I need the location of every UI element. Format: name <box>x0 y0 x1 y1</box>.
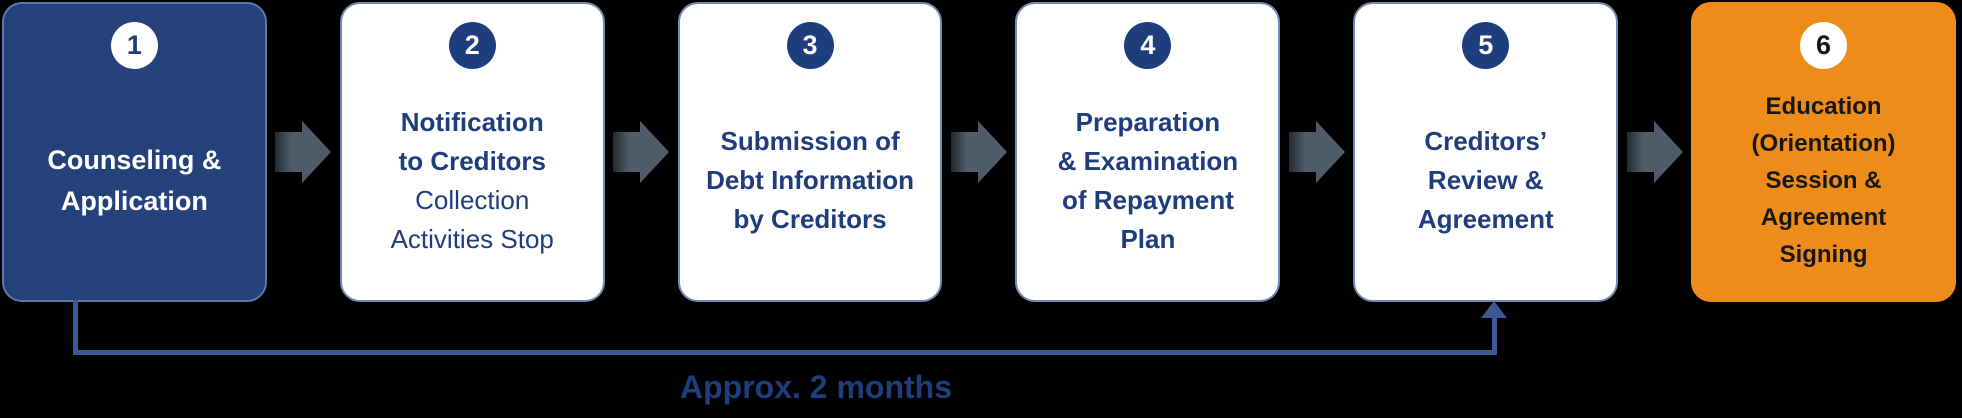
step-6-number-badge: 6 <box>1800 22 1848 69</box>
step-5-line: Agreement <box>1417 204 1554 234</box>
step-5-line: Creditors’ <box>1424 126 1548 156</box>
step-2-number-badge: 2 <box>448 22 496 69</box>
step-6-education-session-agreement-signing: 6 Education (Orientation) Session & Agre… <box>1691 2 1956 302</box>
step-3-line: by Creditors <box>733 204 887 234</box>
step-6-line: (Orientation) <box>1751 129 1896 157</box>
step-2-notification-to-creditors: 2 Notification to Creditors Collection A… <box>339 2 605 302</box>
timeline-bracket-left-line <box>73 300 78 355</box>
step-5-line: Review & <box>1427 165 1544 195</box>
right-block-arrow-icon <box>275 121 332 183</box>
step-2-label: Notification to Creditors Collection Act… <box>342 69 603 300</box>
right-block-arrow-icon <box>613 121 670 183</box>
step-5-label: Creditors’ Review & Agreement <box>1355 69 1616 300</box>
step-5-creditors-review-agreement: 5 Creditors’ Review & Agreement <box>1353 2 1619 302</box>
step-2-title-line: Notification <box>400 106 544 137</box>
flow-arrow-icon <box>1280 2 1353 302</box>
step-4-line: & Examination <box>1057 145 1239 176</box>
timeline-bracket-line <box>73 350 1497 355</box>
step-3-line: Submission of <box>720 126 900 156</box>
up-arrowhead-icon <box>1481 301 1507 318</box>
step-4-preparation-examination-repayment-plan: 4 Preparation & Examination of Repayment… <box>1015 2 1281 302</box>
step-4-line: Plan <box>1120 223 1176 254</box>
step-6-label: Education (Orientation) Session & Agreem… <box>1693 69 1954 300</box>
right-block-arrow-icon <box>950 121 1007 183</box>
step-6-line: Signing <box>1779 241 1868 269</box>
step-6-line: Agreement <box>1760 204 1887 232</box>
step-2-subtitle-line: Collection <box>415 184 530 215</box>
flow-arrow-icon <box>267 2 340 302</box>
step-6-line: Education <box>1765 92 1882 120</box>
step-1-label: Counseling & Application <box>4 69 265 300</box>
step-1-counseling-application: 1 Counseling & Application <box>2 2 267 302</box>
step-1-line: Application <box>60 185 208 216</box>
step-5-number-badge: 5 <box>1462 22 1510 69</box>
step-4-label: Preparation & Examination of Repayment P… <box>1017 69 1278 300</box>
timeline-label: Approx. 2 months <box>679 369 952 405</box>
step-3-label: Submission of Debt Information by Credit… <box>680 69 941 300</box>
step-3-submission-of-debt-information: 3 Submission of Debt Information by Cred… <box>677 2 943 302</box>
step-6-line: Session & <box>1765 166 1882 194</box>
step-3-line: Debt Information <box>706 165 915 195</box>
step-4-number-badge: 4 <box>1124 22 1172 69</box>
step-2-subtitle-line: Activities Stop <box>390 223 554 254</box>
flow-arrow-icon <box>1618 2 1691 302</box>
flow-arrow-icon <box>942 2 1015 302</box>
timeline-bracket-right-line <box>1492 317 1497 355</box>
flow-arrow-icon <box>605 2 678 302</box>
step-4-line: Preparation <box>1075 106 1221 137</box>
step-1-number-badge: 1 <box>110 22 158 69</box>
right-block-arrow-icon <box>1288 121 1345 183</box>
step-1-line: Counseling & <box>47 145 222 175</box>
step-3-number-badge: 3 <box>786 22 834 69</box>
flow-row: 1 Counseling & Application 2 Notificatio… <box>2 2 1956 302</box>
step-4-line: of Repayment <box>1061 184 1234 215</box>
step-2-title-line: to Creditors <box>398 145 546 176</box>
right-block-arrow-icon <box>1626 121 1683 183</box>
